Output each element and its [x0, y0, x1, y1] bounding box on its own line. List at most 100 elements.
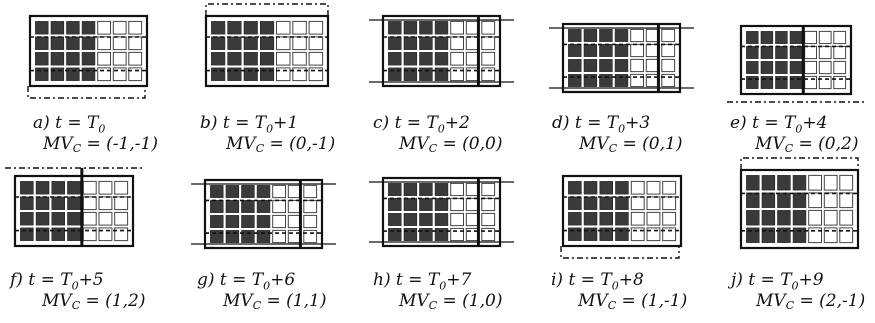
dark-block — [419, 228, 433, 241]
mv-label: MV — [755, 134, 785, 154]
time-offset: +6 — [270, 270, 296, 290]
search-window-outline — [740, 157, 859, 170]
light-block — [292, 67, 307, 82]
dark-block — [746, 210, 760, 226]
light-block — [112, 20, 127, 35]
dark-block — [211, 21, 226, 35]
dark-block — [583, 44, 598, 57]
dark-block — [760, 61, 774, 74]
dark-block — [434, 198, 449, 211]
dark-block — [210, 230, 224, 243]
dark-block — [568, 59, 582, 72]
dark-block — [388, 228, 402, 241]
time-base: t = T — [748, 270, 792, 290]
dark-block — [243, 52, 258, 66]
dark-block — [35, 21, 49, 35]
motion-vector-8: MVC = (1,-1) — [578, 291, 687, 316]
light-block — [481, 182, 496, 197]
panel-grid-3 — [549, 22, 694, 94]
light-block — [308, 36, 324, 51]
dark-block — [583, 74, 598, 87]
light-block — [272, 184, 287, 199]
dark-block — [746, 31, 759, 44]
dark-block — [614, 59, 629, 72]
motion-vector-4: MVC = (0,2) — [755, 134, 858, 159]
light-block — [661, 28, 676, 43]
light-block — [82, 211, 97, 226]
mv-label: MV — [579, 134, 609, 154]
panel-grid-9 — [739, 157, 860, 250]
mv-subscript: C — [72, 142, 82, 155]
dark-block — [403, 21, 418, 35]
light-block — [808, 192, 823, 209]
dark-block — [67, 196, 81, 210]
panel-letter: g) — [197, 270, 220, 290]
dark-block — [789, 31, 803, 44]
panel-letter: j) — [731, 270, 749, 290]
light-block — [114, 180, 129, 195]
grid-frame — [561, 22, 682, 94]
light-block — [662, 196, 677, 211]
dark-block — [388, 36, 402, 50]
dark-block — [35, 36, 49, 50]
light-block — [808, 209, 823, 226]
dark-block — [746, 76, 759, 89]
light-block — [276, 36, 291, 51]
dark-block — [789, 61, 803, 74]
light-block — [839, 192, 854, 209]
light-block — [450, 182, 465, 197]
dark-block — [225, 215, 240, 228]
dark-block — [746, 192, 760, 208]
grid-frame — [561, 174, 683, 248]
light-block — [128, 20, 143, 35]
dark-block — [403, 198, 418, 211]
t0-subscript: 0 — [437, 122, 445, 136]
motion-vector-7: MVC = (1,0) — [399, 291, 502, 316]
dark-block — [761, 192, 776, 208]
mv-subscript: C — [252, 299, 262, 312]
light-block — [308, 20, 324, 35]
time-offset: +9 — [798, 270, 824, 290]
dark-block — [434, 213, 449, 226]
panel-grid-8 — [560, 174, 683, 259]
light-block — [114, 196, 129, 211]
light-block — [646, 180, 661, 195]
dark-block — [227, 21, 242, 35]
panel-grid-2 — [369, 14, 514, 88]
panel-caption-7: h) t = T0+7 — [373, 270, 471, 296]
light-block — [630, 196, 645, 211]
light-block — [276, 51, 291, 66]
mv-value: = (0,1) — [617, 134, 683, 154]
time-base: t = T — [394, 113, 438, 133]
dark-block — [777, 210, 791, 226]
light-block — [833, 60, 847, 75]
dark-block — [568, 212, 582, 226]
light-block — [662, 211, 677, 226]
dark-block — [599, 59, 613, 72]
dark-block — [583, 212, 598, 226]
dark-block — [225, 200, 240, 213]
mv-subscript: C — [785, 299, 795, 312]
time-offset: +3 — [625, 113, 651, 133]
search-window-outline — [27, 86, 146, 99]
panel-caption-5: f) t = T0+5 — [10, 270, 104, 296]
light-block — [481, 212, 496, 227]
dark-block — [225, 230, 240, 243]
grid-frame — [381, 176, 502, 248]
light-block — [97, 20, 111, 35]
light-block — [450, 197, 465, 212]
dark-block — [568, 44, 582, 57]
dark-block — [35, 52, 49, 66]
light-block — [839, 174, 854, 191]
light-block — [661, 58, 676, 73]
dark-block — [777, 175, 791, 191]
light-block — [450, 227, 465, 242]
mv-subscript: C — [428, 142, 438, 155]
dark-block — [403, 52, 418, 66]
grid-frame — [203, 178, 324, 250]
dark-block — [241, 215, 255, 228]
dark-block — [256, 230, 271, 243]
dark-block — [51, 212, 65, 226]
panel-letter: h) — [373, 270, 396, 290]
dark-block — [67, 212, 81, 226]
